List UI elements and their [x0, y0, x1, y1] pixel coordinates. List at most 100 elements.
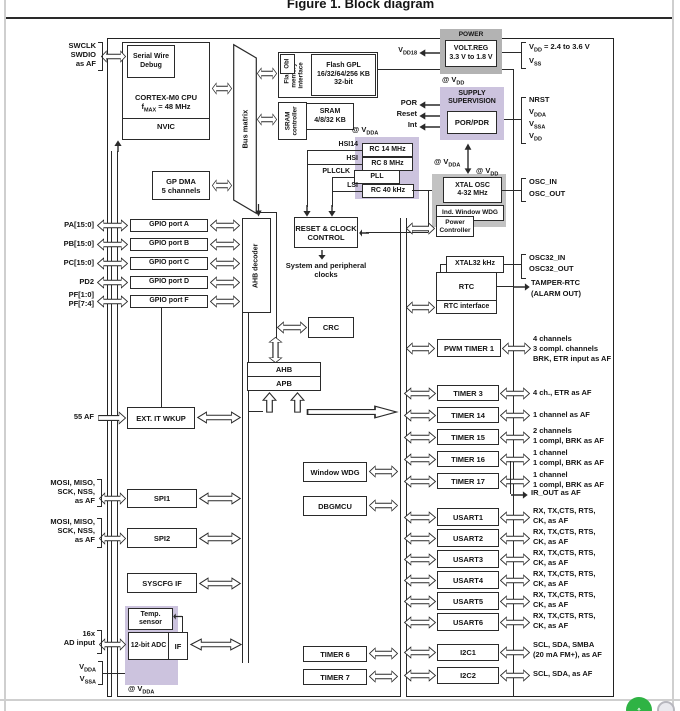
- i2c2-bus-arrow: [404, 669, 436, 682]
- nrst-bracket: [521, 97, 526, 144]
- int-arrow: [419, 123, 440, 131]
- exti-block: EXT. IT WKUP: [127, 407, 195, 429]
- usart3-io-2: CK, as AF: [533, 558, 569, 567]
- sram-arrow: [256, 113, 278, 126]
- rc14-block: RC 14 MHz: [362, 143, 413, 157]
- decoder-down-arrow: [255, 204, 262, 217]
- timer16-block: TIMER 16: [437, 451, 499, 467]
- gpio-d-block: GPIO port D: [130, 276, 208, 289]
- usart5-io-2: CK, as AF: [533, 600, 569, 609]
- pll-block: PLL: [354, 170, 400, 184]
- ir-label: IR_OUT as AF: [531, 488, 581, 497]
- adc-bus-arrow: [190, 638, 242, 651]
- hsi-wire: [307, 164, 362, 165]
- pin-pf2: PF[7:4]: [68, 299, 94, 308]
- i2c1-io-1: SCL, SDA, SMBA: [533, 640, 595, 649]
- lsi-wire: [332, 191, 362, 192]
- xtal-wire-v: [428, 190, 429, 232]
- figure-frame: [107, 38, 614, 697]
- pwm-io-3: BRK, ETR input as AF: [533, 354, 612, 363]
- por-label: POR: [400, 98, 417, 107]
- at-vdd-mid: @ VDD: [476, 166, 499, 178]
- tamper-wire: [497, 286, 513, 287]
- crc-block: CRC: [308, 317, 354, 338]
- timer15-block: TIMER 15: [437, 429, 499, 445]
- pin-tamper-1: TAMPER-RTC: [531, 278, 581, 287]
- timer16-io-2: 1 compl, BRK as AF: [533, 458, 604, 467]
- clk-collector-1: [307, 150, 308, 207]
- secondary-widget-icon[interactable]: [657, 701, 675, 711]
- apb-up-arrow-1: [262, 392, 277, 413]
- timer16-io-1: 1 channel: [533, 448, 568, 457]
- bus-matrix-label: Bus matrix: [239, 109, 249, 149]
- ahb-wire-h: [257, 212, 277, 213]
- timer15-io-2: 1 compl, BRK as AF: [533, 436, 604, 445]
- usart2-pin-arrow: [499, 532, 531, 545]
- reset-label: Reset: [396, 109, 417, 118]
- vdd18-arrow: [419, 49, 440, 57]
- pin-pc: PC[15:0]: [63, 258, 94, 267]
- pllclk-wire: [332, 177, 354, 178]
- apb-block: APB: [247, 376, 321, 391]
- pin-pa: PA[15:0]: [64, 220, 94, 229]
- swd-bracket: [98, 42, 103, 71]
- timer3-pin-arrow: [499, 387, 531, 400]
- pin-55af: 55 AF: [73, 412, 94, 421]
- pin-vdd-range: VDD = 2.4 to 3.6 V: [529, 42, 590, 54]
- usart1-block: USART1: [437, 508, 499, 526]
- scroll-widget-icon[interactable]: ↑: [626, 697, 652, 711]
- gpio-f-block: GPIO port F: [130, 295, 208, 308]
- center-bus: [242, 313, 249, 663]
- x32-elbow-h: [440, 264, 446, 265]
- clk-arrow-1: [303, 205, 311, 217]
- spi1-block: SPI1: [127, 489, 197, 508]
- clk-arrow-2: [328, 205, 336, 217]
- usart5-bus-arrow: [404, 595, 436, 608]
- int-label: Int: [407, 120, 417, 129]
- gpio-f-bus-arrow: [209, 295, 241, 308]
- pin-vssa: VSSA: [529, 119, 546, 131]
- pin-oscin: OSC_IN: [529, 177, 557, 186]
- usart4-block: USART4: [437, 571, 499, 589]
- gpio-a-block: GPIO port A: [130, 219, 208, 232]
- usart6-bus-arrow: [404, 616, 436, 629]
- i2c2-pin-arrow: [499, 669, 531, 682]
- gpio-d-bus-arrow: [209, 276, 241, 289]
- dbgmcu-block: DBGMCU: [303, 496, 367, 516]
- page-edge-right: [672, 0, 674, 711]
- xtal-wire-h2: [366, 232, 428, 233]
- usart1-bus-arrow: [404, 511, 436, 524]
- porpdr-block: POR/PDR: [447, 111, 497, 134]
- gpio-b-bus-arrow: [209, 238, 241, 251]
- pin-pb: PB[15:0]: [63, 239, 94, 248]
- ahb-wire-v: [276, 212, 277, 338]
- at-vdda-mid: @ VDDA: [434, 157, 461, 169]
- apb-up-arrow-2: [290, 392, 305, 413]
- rtc-block: RTC: [436, 272, 497, 301]
- spi2-pin-arrow: [98, 532, 127, 545]
- usart3-block: USART3: [437, 550, 499, 568]
- usart2-block: USART2: [437, 529, 499, 547]
- af55-arrow: [97, 411, 127, 425]
- title-rule: [6, 17, 672, 19]
- pwrctl-bus-arrow: [405, 222, 436, 235]
- pa-arrow: [97, 219, 128, 232]
- ir-wire: [510, 461, 511, 494]
- usart3-io-1: RX, TX,CTS, RTS,: [533, 548, 596, 557]
- i2c1-block: I2C1: [437, 644, 499, 661]
- spi2-bus-arrow: [199, 532, 241, 545]
- timer14-block: TIMER 14: [437, 407, 499, 423]
- timer6-bus-arrow: [368, 647, 399, 660]
- flash-arrow: [256, 67, 278, 80]
- usart2-io-1: RX, TX,CTS, RTS,: [533, 527, 596, 536]
- left-bus: [111, 151, 118, 697]
- pin-tamper-2: (ALARM OUT): [531, 289, 581, 298]
